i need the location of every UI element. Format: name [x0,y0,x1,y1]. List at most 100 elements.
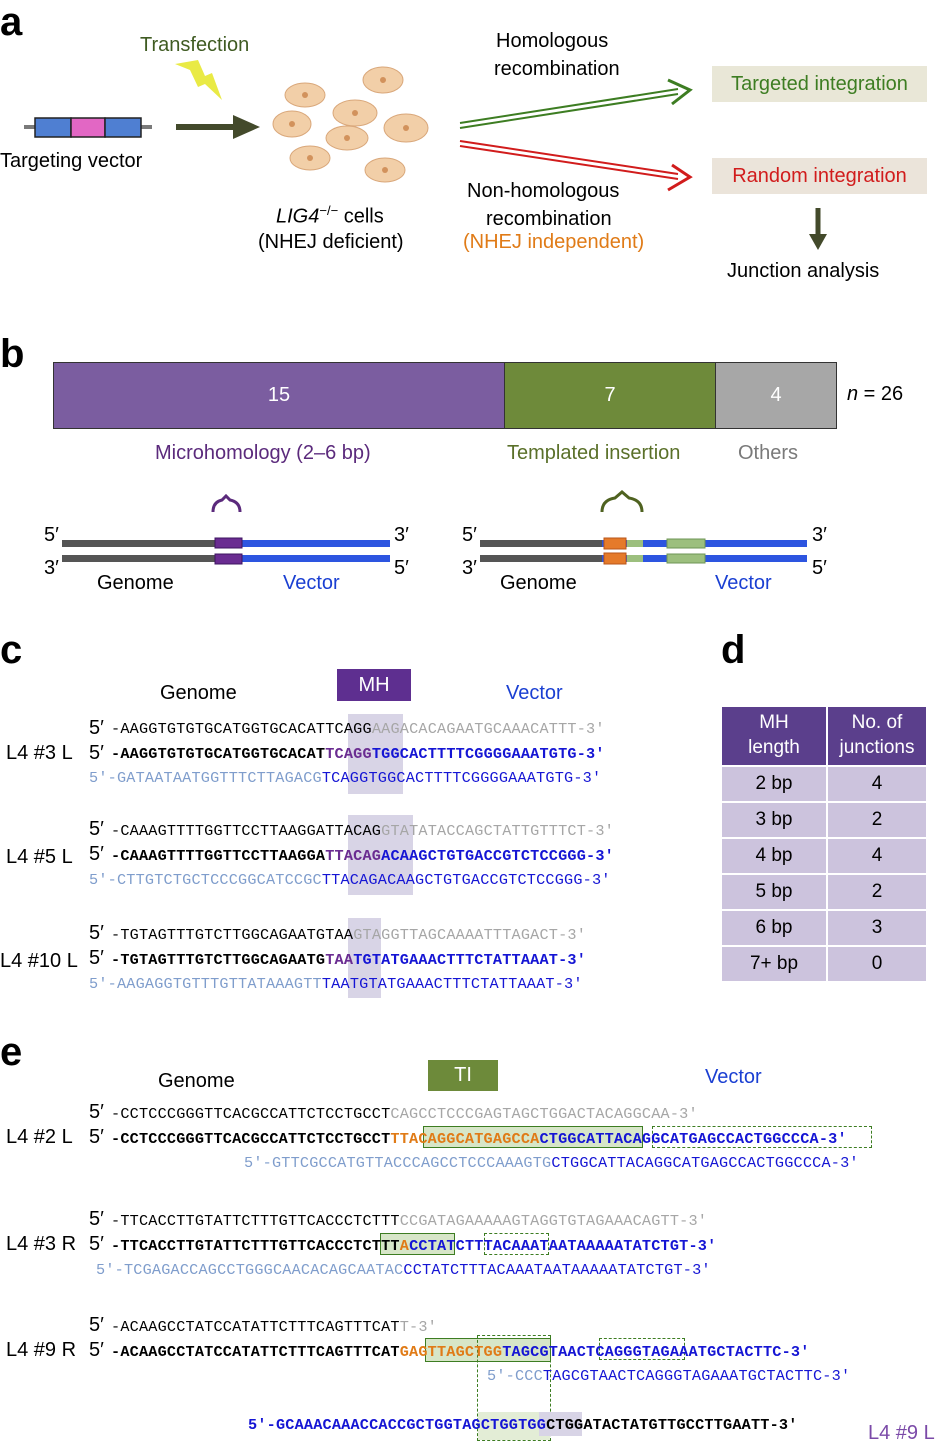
panel-c-label: c [0,628,23,672]
vector-arm-left [34,117,72,138]
five-prime-mark: 5′ [89,742,104,764]
five-prime-mark: 5′ [89,818,104,840]
genome-header: Genome [160,682,237,704]
templated-category-label: Templated insertion [507,442,681,464]
sample-label: L4 #9 R [6,1339,77,1361]
sequence-junction: -CCTCCCGGGTTCACGCCATTCTCCTGCCTTTACAGGCAT… [111,1130,847,1148]
five-prime-label: 5′ [812,557,827,579]
targeted-integration-box: Targeted integration [712,66,927,102]
cells-label: LIG4−/− cells [276,203,384,228]
sample-label: L4 #3 L [6,742,73,764]
template-box [652,1126,872,1148]
five-prime-mark: 5′ [89,1208,104,1230]
homologous-label-2: recombination [494,58,620,80]
template-fill [478,1412,550,1440]
sequence-genome-ref: -TTCACCTTGTATTCTTTGTTCACCCTCTTTCCGATAGAA… [111,1212,708,1230]
vector-homology-bottom [666,553,706,564]
bar-segment-microhomology: 15 [54,363,505,428]
mh-highlight [539,1412,582,1436]
targeting-vector-label: Targeting vector [0,150,143,172]
five-prime-label: 5′ [44,524,59,546]
mh-highlight-1 [348,714,403,794]
five-prime-label: 5′ [462,524,477,546]
ti-box [423,1126,643,1148]
table-cell: 4 bp [720,837,828,875]
sequence-other-junction: 5′-GCAAACAAACCACCGCTGGTAGCTGGTGGCTGGATAC… [248,1416,798,1434]
vector-header: Vector [506,682,563,704]
vector-header: Vector [705,1066,762,1088]
ti-box [380,1233,455,1255]
table-cell: 6 bp [720,909,828,947]
sequence-junction: -AAGGTGTGTGCATGGTGCACATTCAGGTGGCACTTTTCG… [111,745,605,763]
table-cell: 0 [826,945,928,983]
five-prime-mark: 5′ [89,922,104,944]
sequence-junction: -ACAAGCCTATCCATATTCTTTCAGTTTCATGAGTTAGCT… [111,1343,810,1361]
mh-highlight-2 [348,815,413,895]
lightning-bolt-icon [175,60,222,100]
ti-brace [600,490,644,513]
bar-segment-templated: 7 [505,363,716,428]
sample-label: L4 #2 L [6,1126,73,1148]
transfection-label: Transfection [140,34,250,56]
stacked-bar: 15 7 4 [53,362,837,429]
table-cell: 2 bp [720,765,828,803]
n-total-label: n = 26 [847,383,904,405]
nhej-independent-label: (NHEJ independent) [463,231,645,253]
sequence-vector-ref: 5′-GATAATAATGGTTTCTTAGACGTCAGGTGGCACTTTT… [89,769,602,787]
genome-label: Genome [97,572,174,594]
panel-e-label: e [0,1030,23,1074]
panel-a-graphics [24,60,693,192]
mh-region-bottom [214,553,243,565]
sequence-vector-ref: 5′-CCCTAGCGTAACTCAGGGTAGAAATGCTACTTC-3′ [487,1367,851,1385]
panel-d-label: d [721,628,746,672]
microhomology-category-label: Microhomology (2–6 bp) [155,442,371,464]
sample-label: L4 #3 R [6,1233,77,1255]
random-integration-box: Random integration [712,158,927,194]
ti-region-bottom [603,552,627,565]
mh-brace [211,493,242,513]
sample-label: L4 #5 L [6,846,73,868]
sequence-junction: -TGTAGTTTGTCTTGGCAGAATGTAATGTATGAAACTTTC… [111,951,587,969]
three-prime-label: 3′ [462,557,477,579]
template-box-vertical [477,1335,551,1441]
panel-a-label: a [0,0,23,44]
cells-cluster [272,66,429,183]
homologous-arrow [667,78,693,106]
vector-marker [70,117,106,138]
table-cell: 7+ bp [720,945,828,983]
sequence-genome-ref: -CCTCCCGGGTTCACGCCATTCTCCTGCCTCAGCCTCCCG… [111,1105,698,1123]
mh-header-box: MH [337,669,411,701]
table-cell: 2 [826,801,928,839]
mh-region-top [214,537,243,549]
three-prime-label: 3′ [812,524,827,546]
sequence-vector-ref: 5′-CTTGTCTGCTCCCGGCATCCGCTTACAGACAAGCTGT… [89,871,611,889]
sequence-genome-ref: -AAGGTGTGTGCATGGTGCACATTCAGGAAGACACAGAAT… [111,720,605,738]
table-cell: 4 [826,837,928,875]
five-prime-label: 5′ [394,557,409,579]
table-cell: 4 [826,765,928,803]
vector-label: Vector [283,572,340,594]
vector-homology-top [666,538,706,549]
bar-segment-others: 4 [716,363,836,428]
vector-arm-right [104,117,142,138]
sequence-vector-ref: 5′-AAGAGGTGTTTGTTATAAAGTTTAATGTATGAAACTT… [89,975,583,993]
sequence-genome-ref: -CAAAGTTTTGGTTCCTTAAGGATTACAGGTATATACCAG… [111,822,614,840]
five-prime-mark: 5′ [89,1314,104,1336]
junction-analysis-label: Junction analysis [727,260,880,282]
sequence-genome-ref: -ACAAGCCTATCCATATTCTTTCAGTTTCATT-3′ [111,1318,437,1336]
ti-region-top [603,537,627,550]
panel-b-diagrams [62,490,807,565]
three-prime-label: 3′ [394,524,409,546]
sequence-vector-ref: 5′-GTTCGCCATGTTACCCAGCCTCCCAAAGTGCTGGCAT… [244,1154,859,1172]
template-box [484,1233,549,1255]
sequence-vector-ref: 5′-TCGAGACCAGCCTGGGCAACACAGCAATACCCTATCT… [96,1261,711,1279]
five-prime-mark: 5′ [89,843,104,865]
table-cell: 5 bp [720,873,828,911]
